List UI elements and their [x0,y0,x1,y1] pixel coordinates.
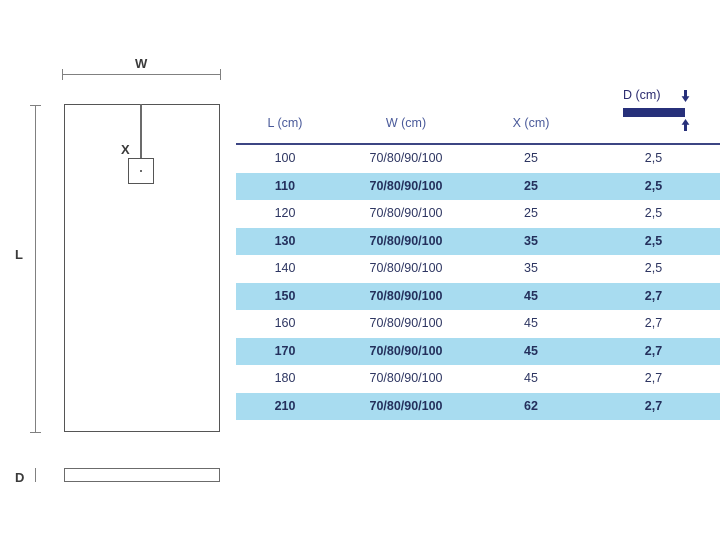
table-row: 170 70/80/90/100 45 2,7 [236,337,720,365]
length-dimension-tick-top [30,105,41,106]
table-header-rule [236,143,720,145]
table-header-row: L (cm) W (cm) X (cm) [236,116,720,144]
depth-dimension-tick [35,468,36,482]
table-row: 210 70/80/90/100 62 2,7 [236,392,720,420]
cell-depth: 2,7 [644,398,663,413]
cell-length: 100 [274,151,296,165]
table-row: 140 70/80/90/100 35 2,5 [236,255,720,283]
cell-width: 70/80/90/100 [369,261,443,275]
cell-offset: 62 [524,398,538,413]
cell-offset: 35 [524,261,538,275]
cell-offset: 35 [524,233,538,248]
arrow-up-icon [681,119,690,131]
cell-width: 70/80/90/100 [369,151,443,165]
cell-offset: 45 [524,316,538,330]
column-header-length: L (cm) [267,116,303,130]
table-row: 120 70/80/90/100 25 2,5 [236,200,720,228]
width-dimension-line [62,74,220,75]
cell-width: 70/80/90/100 [369,288,443,303]
cell-length: 140 [274,261,296,275]
depth-legend-bar [623,108,685,117]
table-row: 160 70/80/90/100 45 2,7 [236,310,720,338]
table-row: 110 70/80/90/100 25 2,5 [236,172,720,200]
length-dimension-line [35,105,36,432]
cell-offset: 45 [524,288,538,303]
cell-length: 170 [274,343,296,358]
cell-length: 210 [274,398,296,413]
cell-depth: 2,7 [644,316,663,330]
cell-length: 160 [274,316,296,330]
table-row: 100 70/80/90/100 25 2,5 [236,145,720,173]
column-header-width: W (cm) [385,116,427,130]
length-dimension-tick-bottom [30,432,41,433]
length-dimension-label: L [15,247,24,262]
table-row: 150 70/80/90/100 45 2,7 [236,282,720,310]
cell-width: 70/80/90/100 [369,371,443,385]
cell-width: 70/80/90/100 [369,178,443,193]
cell-offset: 25 [524,206,538,220]
cell-depth: 2,5 [644,261,663,275]
depth-legend-label: D (cm) [623,88,661,102]
shower-tray-side-view [64,468,220,482]
cell-offset: 45 [524,371,538,385]
width-dimension-tick-right [220,69,221,80]
cell-depth: 2,5 [644,151,663,165]
cell-width: 70/80/90/100 [369,343,443,358]
table-row: 130 70/80/90/100 35 2,5 [236,227,720,255]
width-dimension-label: W [135,56,148,71]
cell-width: 70/80/90/100 [369,398,443,413]
depth-legend: D (cm) [623,88,713,138]
offset-dimension-line [140,104,142,171]
cell-width: 70/80/90/100 [369,206,443,220]
cell-width: 70/80/90/100 [369,233,443,248]
cell-depth: 2,7 [644,371,663,385]
table-body: 100 70/80/90/100 25 2,5 110 70/80/90/100 25 2,5… [236,145,720,420]
width-dimension-tick-left [62,69,63,80]
offset-dimension-label: X [121,142,131,157]
cell-length: 110 [274,178,296,193]
cell-depth: 2,7 [644,343,663,358]
arrow-down-icon [681,90,690,102]
cell-offset: 25 [524,178,538,193]
cell-depth: 2,5 [644,233,663,248]
cell-length: 150 [274,288,296,303]
cell-offset: 25 [524,151,538,165]
drain-center-point [140,170,142,172]
table-row: 180 70/80/90/100 45 2,7 [236,365,720,393]
cell-length: 130 [274,233,296,248]
cell-length: 180 [274,371,296,385]
cell-depth: 2,5 [644,178,663,193]
cell-offset: 45 [524,343,538,358]
cell-length: 120 [274,206,296,220]
column-header-offset: X (cm) [512,116,550,130]
cell-width: 70/80/90/100 [369,316,443,330]
shower-tray-plan-view [64,104,220,432]
cell-depth: 2,7 [644,288,663,303]
depth-dimension-label: D [15,470,25,485]
technical-drawing: W L X D [0,0,235,540]
cell-depth: 2,5 [644,206,663,220]
